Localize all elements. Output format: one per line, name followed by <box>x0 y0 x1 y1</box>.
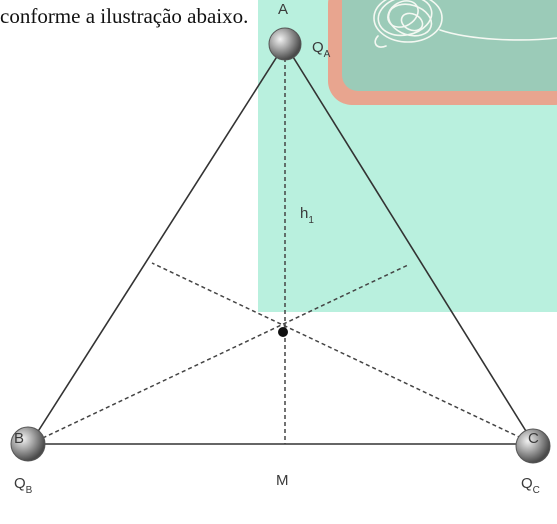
charge-c-label: QC <box>521 475 540 496</box>
chalkboard-image <box>328 0 557 105</box>
caption-text: conforme a ilustração abaixo. <box>0 4 249 28</box>
height-h1-label: h1 <box>300 205 314 226</box>
vertex-a-label: A <box>278 1 288 18</box>
side-ac <box>284 43 535 445</box>
triangle-sides <box>29 43 535 445</box>
chalk-scribble-icon <box>373 0 557 48</box>
midpoint-m-label: M <box>276 472 289 489</box>
side-ab <box>29 43 286 445</box>
median-from-c <box>151 262 535 445</box>
charge-c-sphere <box>515 428 551 464</box>
charge-b-label: QB <box>14 475 33 496</box>
dashed-medians <box>29 44 535 445</box>
charge-a-label: QA <box>312 39 331 60</box>
vertex-c-label: C <box>528 430 539 447</box>
charge-a-sphere <box>268 27 302 61</box>
vertex-b-label: B <box>14 430 24 447</box>
charge-b-sphere <box>10 426 46 462</box>
centroid-point <box>278 327 288 337</box>
